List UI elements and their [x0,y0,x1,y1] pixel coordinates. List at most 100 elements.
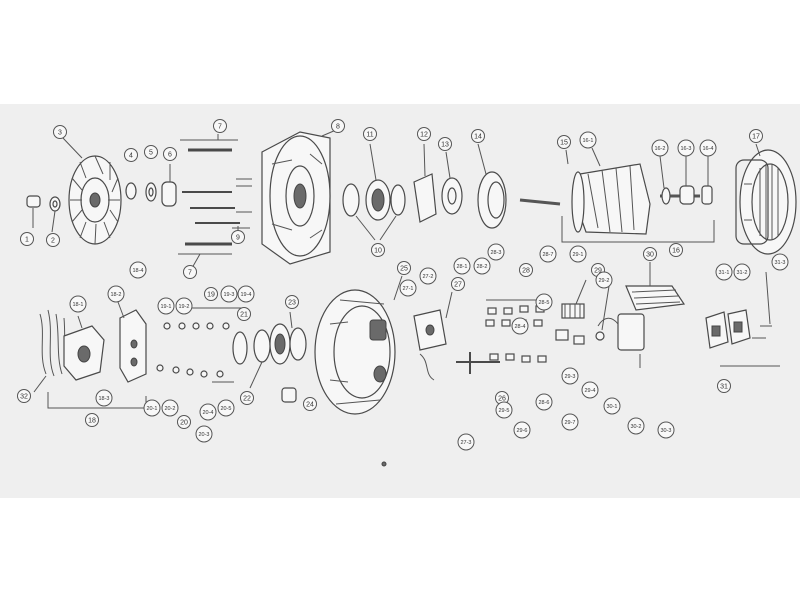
callout-number: 29 [594,267,602,274]
callout-28-1: 28-1 [453,257,471,275]
callout-circle [53,125,67,139]
callout-circle [237,307,251,321]
callout-number: 10 [374,247,382,254]
callout-number: 8 [336,123,340,130]
callout-5: 5 [144,145,158,159]
callout-number: 20-4 [202,410,213,416]
callout-20-5: 20-5 [217,399,235,417]
callout-31-2: 31-2 [733,263,751,281]
callout-16-4: 16-4 [699,139,717,157]
callout-16-2: 16-2 [651,139,669,157]
callout-circle [438,137,452,151]
exploded-view-diagram: 12345677891011121314151616-116-216-316-4… [17,119,797,467]
callout-number: 16 [672,247,680,254]
callout-number: 14 [474,133,482,140]
callout-circle [107,285,125,303]
part-heatsink-block [555,279,611,345]
callout-number: 30-2 [630,424,641,430]
callout-number: 6 [168,151,172,158]
callout-18-1: 18-1 [69,295,87,313]
callout-number: 7 [188,269,192,276]
callout-circle [143,399,161,417]
callout-28: 28 [519,263,533,277]
callout-circle [677,139,695,157]
callout-14: 14 [471,129,485,143]
callout-circle [237,285,255,303]
callout-circle [195,425,213,443]
callout-number: 27-3 [460,440,471,446]
callout-circle [471,129,485,143]
callout-28-6: 28-6 [535,393,553,411]
part-retainer-plate [413,143,437,223]
callout-circle [124,148,138,162]
callout-19-4: 19-4 [237,285,255,303]
callout-29-5: 29-5 [495,401,513,419]
callout-1: 1 [20,232,34,246]
callout-21: 21 [237,307,251,321]
callout-31-1: 31-1 [715,263,733,281]
callout-circle [715,263,733,281]
callout-20-3: 20-3 [195,425,213,443]
callout-circle [331,119,345,133]
callout-10: 10 [371,243,385,257]
callout-19-1: 19-1 [157,297,175,315]
callout-26: 26 [495,391,509,405]
callout-circle [231,230,245,244]
part-bracket [117,301,147,383]
callout-number: 28-7 [542,252,553,258]
callout-29-2: 29-2 [595,271,613,289]
callout-number: 20-2 [164,406,175,412]
callout-number: 1 [25,236,29,243]
callout-29-4: 29-4 [581,381,599,399]
callout-number: 20 [180,419,188,426]
part-small-pin [381,461,387,467]
callout-circle [487,243,505,261]
callout-number: 16-2 [654,146,665,152]
callout-number: 24 [306,401,314,408]
callout-number: 16-1 [582,138,593,144]
callout-circle [183,265,197,279]
part-terminal-hardware [456,299,547,374]
callout-27-1: 27-1 [399,279,417,297]
callout-circle [657,421,675,439]
callout-16: 16 [669,243,683,257]
callout-circle [161,399,179,417]
callout-number: 18 [88,417,96,424]
part-stator [735,143,797,255]
callout-number: 11 [366,131,373,138]
callout-number: 31-3 [774,260,785,266]
callout-circle [397,261,411,275]
callout-number: 22 [243,395,251,402]
callout-30: 30 [643,247,657,261]
callout-circle [651,139,669,157]
bracket-16 [561,216,715,243]
callout-number: 27-1 [402,286,413,292]
callout-6: 6 [163,147,177,161]
callout-circle [17,389,31,403]
callout-number: 21 [240,311,248,318]
callout-19-2: 19-2 [175,297,193,315]
callout-circle [581,381,599,399]
callout-circle [419,267,437,285]
callout-circle [451,277,465,291]
callout-27-3: 27-3 [457,433,475,451]
part-voltage-regulator [597,262,686,368]
callout-circle [144,145,158,159]
callout-number: 19-2 [178,304,189,310]
callout-circle [699,139,717,157]
callout-number: 28-6 [538,400,549,406]
callout-circle [129,261,147,279]
callout-number: 28-3 [490,250,501,256]
callout-number: 27 [454,281,462,288]
callout-number: 13 [441,141,449,148]
callout-20-1: 20-1 [143,399,161,417]
callout-19-3: 19-3 [220,285,238,303]
part-spacer [125,182,157,202]
callout-circle [175,297,193,315]
callout-number: 18-4 [132,268,143,274]
callout-number: 28-4 [514,324,525,330]
callout-20-4: 20-4 [199,403,217,421]
part-regulator-bracket [413,291,453,381]
callout-number: 20-5 [220,406,231,412]
callout-number: 31-1 [718,270,729,276]
